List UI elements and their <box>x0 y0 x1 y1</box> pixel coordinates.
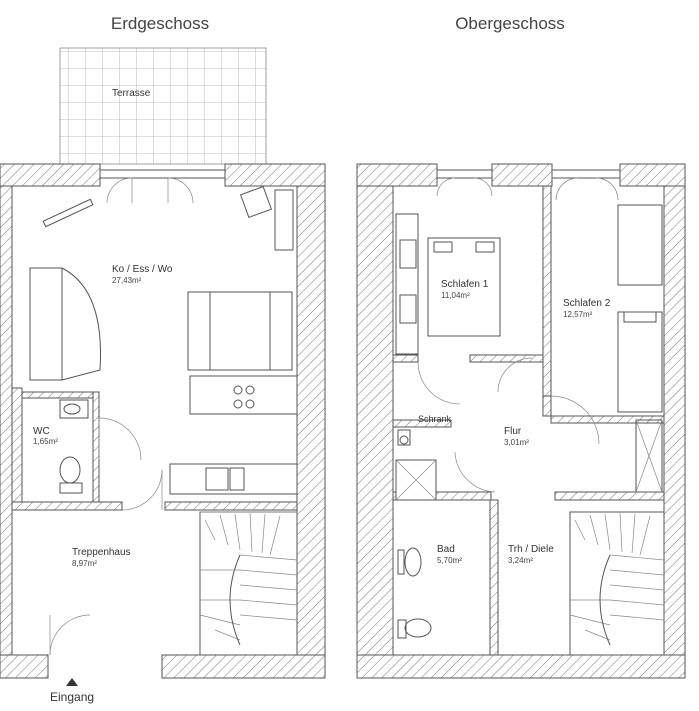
entrance-label: Eingang <box>50 690 94 704</box>
wall-right <box>296 185 326 679</box>
living-label: Ko / Ess / Wo <box>112 264 173 275</box>
wc-label: WC <box>33 426 50 437</box>
stairs-label: Treppenhaus <box>72 547 131 558</box>
wall-bottom-left <box>0 654 49 679</box>
toilet-upper <box>404 618 432 638</box>
living-area: 27,43m² <box>112 276 142 285</box>
wall-right <box>663 185 686 679</box>
bath-label: Bad <box>437 544 455 555</box>
wall-left <box>356 185 394 679</box>
hall-area: 3,01m² <box>504 438 529 447</box>
wardrobe-bedroom2 <box>635 419 663 493</box>
ground-floor-heading: Erdgeschoss <box>111 14 209 33</box>
upper-floor-plan: Schlafen 1 11,04m² Schlafen 2 12,57m² Sc… <box>356 163 686 679</box>
kitchen-island <box>189 375 298 415</box>
bedroom1-label: Schlafen 1 <box>441 279 489 290</box>
entrance-arrow-icon <box>66 678 78 686</box>
bedroom2-area: 12,57m² <box>563 310 593 319</box>
stair-hall-area: 3,24m² <box>508 556 533 565</box>
wall-closet-bottom <box>392 419 452 428</box>
wall-bath-top <box>392 491 492 501</box>
stair-hall-label: Trh / Diele <box>508 544 554 555</box>
wall-stairs-top-right <box>164 501 298 511</box>
wall-top-right <box>619 163 686 187</box>
wall-bedroom-divider <box>542 185 552 397</box>
wall-wc-left <box>11 387 23 509</box>
bed-bedroom2-a <box>617 204 663 286</box>
wall-bed1-bottom-right <box>469 354 544 363</box>
stairs-area: 8,97m² <box>72 559 97 568</box>
upper-floor-heading: Obergeschoss <box>455 14 565 33</box>
terrace-area <box>59 47 267 165</box>
bedroom1-area: 11,04m² <box>441 291 470 300</box>
terrace-label: Terrasse <box>112 88 151 99</box>
wc-area: 1,65m² <box>33 437 58 446</box>
ground-floor-plan: Terrasse Ko / Ess / Wo 27,43m² WC 1,65m²… <box>0 47 326 704</box>
wall-top-mid <box>491 163 553 187</box>
ground-staircase <box>199 511 298 656</box>
wall-bottom-right <box>161 654 326 679</box>
washbasin <box>404 547 422 577</box>
bath-area: 5,70m² <box>437 556 462 565</box>
bed-bedroom1 <box>427 237 501 337</box>
wall-left <box>0 185 13 679</box>
wall-stair-top <box>554 491 665 501</box>
wall-wc-top <box>21 391 94 399</box>
wardrobe-bedroom1 <box>395 213 419 355</box>
wall-top-left <box>0 163 101 187</box>
wall-bed2-bottom <box>550 415 665 424</box>
wall-top-left <box>356 163 438 187</box>
terrace-door-frame <box>99 169 226 179</box>
hall-label: Flur <box>504 426 522 437</box>
upper-staircase <box>569 511 665 656</box>
wall-bath-right <box>489 499 499 656</box>
bed-bedroom2-b <box>617 311 663 413</box>
wall-wc-right <box>92 391 100 503</box>
bedroom2-label: Schlafen 2 <box>563 298 611 309</box>
wall-stairs-top-left <box>11 501 123 511</box>
wall-bed1-bottom-left <box>392 354 419 363</box>
closet-label: Schrank <box>418 414 452 424</box>
wall-bottom <box>356 654 686 679</box>
wall-top-right <box>224 163 326 187</box>
kitchen-counter <box>169 463 298 495</box>
